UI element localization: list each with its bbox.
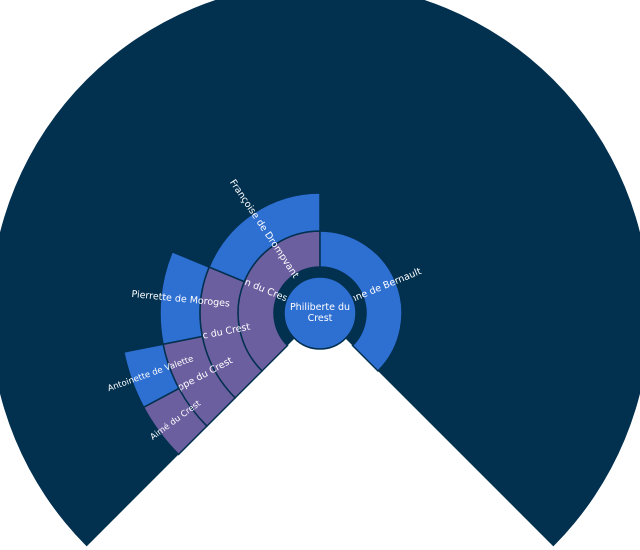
ancestor-segment-pierrette-de-moroges[interactable] [159, 250, 211, 346]
ancestor-segment-antoinette-de-valette[interactable] [122, 343, 180, 409]
ancestor-segment-francoise-de-drompvant[interactable] [208, 192, 321, 283]
root-person-circle[interactable] [283, 276, 357, 350]
ancestor-segment-jeanne-de-bernault[interactable] [319, 230, 403, 373]
